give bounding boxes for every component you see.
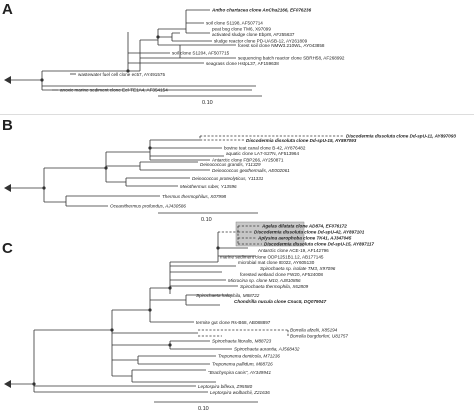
- panel-a-letter: A: [2, 1, 13, 18]
- taxon-label: Aplysina aerophoba clone TK41, AJ347045: [257, 236, 352, 241]
- taxon-label: Spirochaeta halophila, M88722: [196, 293, 260, 298]
- taxon-label: Chondrilla nucula clone Cnuc5, DQ079047: [234, 299, 327, 304]
- panel-b-letter: B: [2, 117, 13, 134]
- taxon-label: sludge reactor clone PD-UASB-12, AY26180…: [214, 39, 308, 44]
- taxon-label: forested wetland clone FW20, AF524008: [240, 272, 323, 277]
- taxon-label: marine sediment clone ODP1251B1.12, AB17…: [220, 255, 324, 260]
- panel-c-letter: C: [2, 240, 13, 257]
- taxon-label: aquatic clone LA7-S27N, AF513964: [226, 151, 299, 156]
- taxon-label: Spirochaeta sp. isolate TM3, X97096: [260, 266, 336, 271]
- taxon-label: microbial mat clone IE022, AY605130: [238, 260, 315, 265]
- panel-a-root-arrow-icon: [4, 76, 11, 84]
- taxon-label: Meiothermus ruber, Y13596: [180, 184, 237, 189]
- taxon-label: activated sludge clone Ebpr8, AF255637: [212, 32, 295, 37]
- taxon-label: Deinococcus geothermalis, AE002061: [212, 168, 290, 173]
- taxon-label: peat bog clone TM6, X97099: [212, 27, 271, 32]
- taxon-label: Spirochaeta thermophila, X62809: [240, 284, 309, 289]
- taxon-label: Treponema pallidum, M88726: [212, 362, 273, 367]
- panel-b: B Discodermia dissoluta clone Dd-spU-11,…: [2, 117, 456, 223]
- taxon-label: bovine teat canal clone B-42, AY876482: [224, 146, 306, 151]
- taxon-label: Discodermia dissoluta clone Dd-spU-15, A…: [264, 242, 374, 247]
- taxon-label: soil clone S1198, AF507714: [206, 21, 263, 26]
- taxon-label: forest soil clone NMW3.210WL, AY043858: [238, 43, 325, 48]
- taxon-label: seagrass clone HstpL37, AF159638: [206, 61, 279, 66]
- taxon-label: Leptospira biflexa, Z95580: [198, 384, 253, 389]
- taxon-label: termite gut clone Rs-B68, AB088897: [196, 320, 271, 325]
- panel-c: C Agelas dilatata clone AD874, EF076172 …: [2, 221, 374, 412]
- taxon-label: wastewater fuel cell clone ec57, AY49157…: [78, 72, 165, 77]
- panel-b-scale-label: 0.10: [201, 217, 212, 223]
- panel-c-root-arrow-icon: [4, 380, 11, 388]
- panel-a: A Antho chartacea clone AnCha2166, EF076…: [2, 1, 345, 106]
- taxon-label: "Brachyspira canis", AY349941: [208, 370, 271, 375]
- taxon-label: Leptospira wolbachii, Z21636: [210, 390, 270, 395]
- panel-c-scale-label: 0.10: [198, 406, 209, 412]
- taxon-label: Discodermia dissoluta clone Dd-spU-15, A…: [246, 138, 357, 143]
- taxon-label: sequencing batch reactor clone SBRH58, A…: [238, 56, 345, 61]
- taxon-label: Discodermia dissoluta clone Dd-spU-11, A…: [346, 134, 456, 139]
- taxon-label: soil clone S1204, AF507715: [172, 51, 230, 56]
- taxon-label: Treponema denticola, M71236: [218, 354, 280, 359]
- panel-a-scale-label: 0.10: [202, 100, 213, 106]
- taxon-label: Antho chartacea clone AnCha2166, EF07623…: [211, 8, 312, 13]
- taxon-label: Discodermia dissoluta clone Dd-spU-42, A…: [254, 230, 365, 235]
- taxon-label: Thermus thermophilus, X07998: [162, 194, 227, 199]
- taxon-label: Borrelia afzelii, X85194: [290, 328, 338, 333]
- taxon-label: Spirochaeta litoralis, M88723: [212, 339, 272, 344]
- taxon-label: Agelas dilatata clone AD874, EF076172: [261, 224, 347, 229]
- panel-b-root-arrow-icon: [4, 184, 11, 192]
- taxon-label: Deinococcus grandis, Y11329: [200, 162, 261, 167]
- taxon-label: Antarctic clone FBP266, AY250871: [212, 158, 284, 163]
- taxon-label: Borrelia burgdorferi, U81757: [290, 334, 348, 339]
- taxon-label: Microcina sp. clone M10, AJ810856: [228, 278, 301, 283]
- taxon-label: Spirochaeta aurantia, AJ568432: [234, 347, 300, 352]
- taxon-label: Deinococcus proteolyticus, Y11331: [192, 176, 264, 181]
- taxon-label: Antarctic clone ACE-19, AF142796: [258, 248, 329, 253]
- taxon-label: anoxic marine sediment clone Eel-TE1A4, …: [60, 88, 168, 93]
- taxon-label: Oceanithermus profundus, AJ430586: [110, 204, 186, 209]
